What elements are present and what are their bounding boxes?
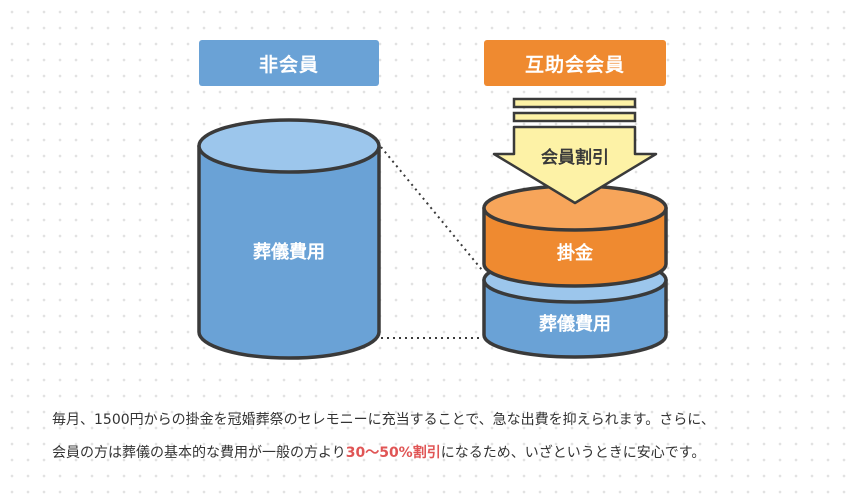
- installment-cylinder: 掛金: [482, 184, 668, 288]
- cost-comparison-diagram: 葬儀費用 葬儀費用 掛金 会員割引: [197, 97, 668, 360]
- top-segment-label: 掛金: [557, 242, 594, 264]
- description-line-2-prefix: 会員の方は葬儀の基本的な費用が一般の方より: [52, 445, 346, 461]
- left-cylinder-label: 葬儀費用: [253, 241, 325, 263]
- non-member-label: 非会員: [199, 40, 379, 86]
- discount-highlight: 30〜50%割引: [345, 445, 441, 461]
- description-line-2-suffix: になるため、いざというときに安心です。: [440, 445, 706, 461]
- description-text: 毎月、1500円からの掛金を冠婚葬祭のセレモニーに充当することで、急な出費を抑え…: [52, 404, 822, 470]
- connector-top-dotted: [380, 146, 483, 271]
- description-line-2: 会員の方は葬儀の基本的な費用が一般の方より30〜50%割引になるため、いざという…: [52, 437, 822, 470]
- member-label: 互助会会員: [484, 40, 666, 86]
- bottom-segment-label: 葬儀費用: [539, 313, 611, 335]
- discount-arrow: 会員割引: [492, 97, 658, 205]
- non-member-cost-cylinder: 葬儀費用: [197, 118, 381, 360]
- description-line-1: 毎月、1500円からの掛金を冠婚葬祭のセレモニーに充当することで、急な出費を抑え…: [52, 412, 715, 428]
- arrow-label: 会員割引: [541, 147, 609, 168]
